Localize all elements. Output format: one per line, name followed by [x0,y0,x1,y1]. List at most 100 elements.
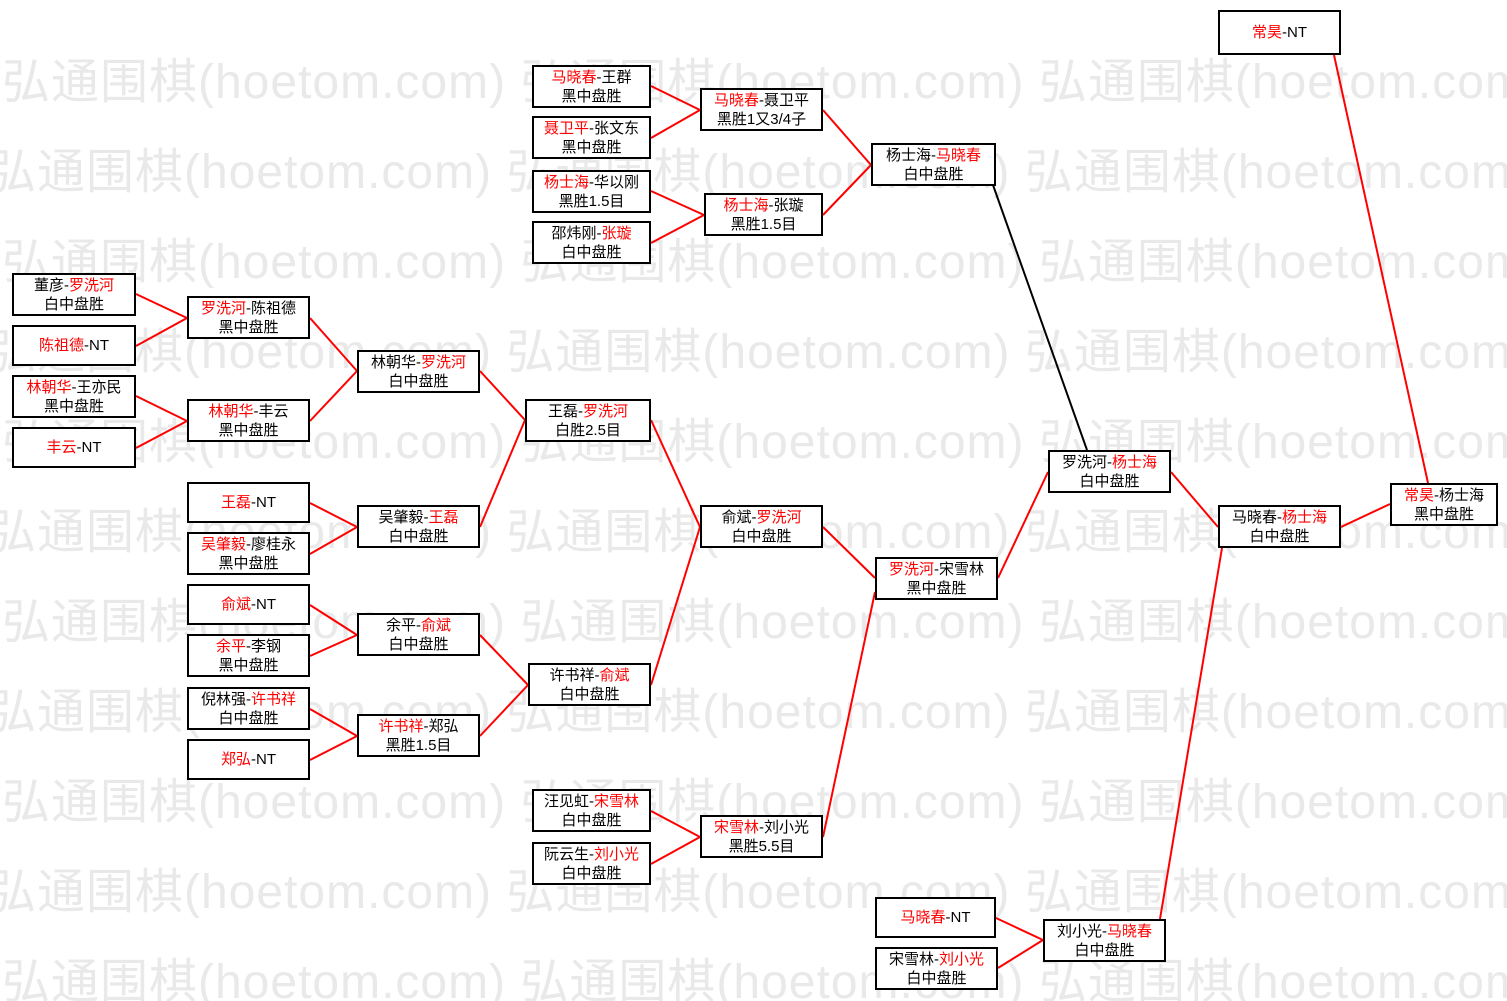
player-name: 宋雪林 [939,560,985,578]
player-name: 马晓春 [1231,508,1277,526]
player-name: 许书祥 [549,666,595,684]
match-box-27: 汪见虹-宋雪林白中盘胜 [532,789,651,832]
match-result: 黑中盘胜 [218,656,279,674]
connector-line [650,810,701,838]
match-box-final: 常昊-杨士海黑中盘胜 [1390,483,1498,526]
player-name: 陈祖德 [251,299,297,317]
player-name: 罗洗河 [421,353,467,371]
match-box-34: 刘小光-马晓春白中盘胜 [1043,919,1166,962]
connector-line [309,708,358,737]
player-name: 王磊 [220,494,251,511]
match-box-19: 余平-李钢黑中盘胜 [187,634,310,677]
connector-line [1170,471,1219,528]
match-box-5: 马晓春-聂卫平黑胜1又3/4子 [700,88,823,131]
match-result: 白中盘胜 [561,811,622,829]
match-box-2: 聂卫平-张文东黑中盘胜 [532,116,651,159]
match-box-29: 宋雪林-刘小光黑胜5.5目 [700,815,823,858]
player-name: 刘小光 [764,818,810,836]
match-result: 黑胜1.5目 [558,192,625,210]
match-box-9: 陈祖德-NT [12,325,136,366]
player-name: 刘小光 [594,845,640,863]
match-box-22: 郑弘-NT [187,739,310,780]
match-box-35: 马晓春-杨士海白中盘胜 [1218,505,1341,548]
player-name: 余平 [385,616,416,634]
player-name: 吴肇毅 [378,508,424,526]
player-name: 罗洗河 [1061,453,1107,471]
player-name: 俞斌 [599,666,630,684]
connector-line [822,591,876,838]
player-name: 宋雪林 [594,792,640,810]
match-result: 黑胜1又3/4子 [716,110,807,128]
connector-line [479,634,529,686]
match-box-12: 罗洗河-陈祖德黑中盘胜 [187,296,310,339]
match-box-13: 林朝华-丰云黑中盘胜 [187,399,310,442]
player-name: 倪林强 [200,690,246,708]
connector-line [135,293,188,319]
match-box-16: 吴肇毅-廖桂永黑中盘胜 [187,532,310,575]
match-box-28: 阮云生-刘小光白中盘胜 [532,842,651,885]
player-name: 张璇 [773,196,804,214]
match-box-7: 杨士海-马晓春白中盘胜 [871,143,996,186]
player-name: 林朝华 [208,402,254,420]
player-name: 张璇 [601,224,632,242]
player-name: 王亦民 [76,378,122,396]
connector-line [1333,54,1429,484]
connector-line [822,526,876,579]
match-result: 白中盘胜 [559,685,620,703]
match-result: 白中盘胜 [1249,527,1310,545]
match-box-32: 马晓春-NT [875,897,996,938]
match-result: 白中盘胜 [43,295,104,313]
match-result: 黑中盘胜 [218,318,279,336]
player-name: 郑弘 [428,717,459,735]
player-name: 聂卫平 [543,119,589,137]
player-name: 宋雪林 [888,950,934,968]
player-name: 马晓春 [900,909,946,926]
player-name: 罗洗河 [69,276,115,294]
connector-line [1159,547,1223,920]
connector-line [997,471,1049,579]
connector-line [135,317,188,347]
match-result: 白中盘胜 [561,864,622,882]
player-name: 丰云 [258,402,289,420]
match-box-21: 倪林强-许书祥白中盘胜 [187,687,310,730]
match-result: 白中盘胜 [388,635,449,653]
connector-line [650,526,701,686]
player-name: 华以刚 [594,173,640,191]
player-name: 常昊 [1251,24,1282,41]
match-result: 白中盘胜 [218,709,279,727]
connector-line [997,939,1044,969]
player-name: 罗洗河 [200,299,246,317]
connector-line [650,836,701,865]
player-name: 王磊 [428,508,459,526]
player-name: 许书祥 [251,690,297,708]
match-box-17: 吴肇毅-王磊白中盘胜 [357,505,480,548]
connector-line [822,164,872,216]
player-name: 马晓春 [713,91,759,109]
player-name: NT [256,596,276,613]
match-result: 黑中盘胜 [218,554,279,572]
match-box-30: 罗洗河-宋雪林黑中盘胜 [875,557,998,600]
connector-line [650,109,701,139]
player-name: 俞斌 [220,596,251,613]
player-name: 俞斌 [721,508,752,526]
match-box-31: 罗洗河-杨士海白中盘胜 [1048,450,1171,493]
match-box-4: 邵炜刚-张璇白中盘胜 [532,221,651,264]
match-result: 白中盘胜 [561,243,622,261]
player-name: NT [81,439,102,456]
player-name: 俞斌 [421,616,452,634]
match-box-15: 王磊-NT [187,482,310,523]
match-result: 白中盘胜 [903,165,964,183]
match-result: 黑中盘胜 [561,87,622,105]
player-name: NT [89,337,109,354]
match-result: 白胜2.5目 [555,421,621,439]
match-box-18: 俞斌-NT [187,584,310,625]
player-name: 罗洗河 [756,508,802,526]
connector-line [309,604,358,636]
match-box-8: 董彦-罗洗河白中盘胜 [12,273,136,316]
player-name: 杨士海 [543,173,589,191]
connector-line [135,420,188,449]
player-name: 杨士海 [1112,453,1158,471]
match-box-14: 林朝华-罗洗河白中盘胜 [357,350,480,393]
connector-line [309,370,358,422]
match-result: 黑胜1.5目 [385,736,452,754]
